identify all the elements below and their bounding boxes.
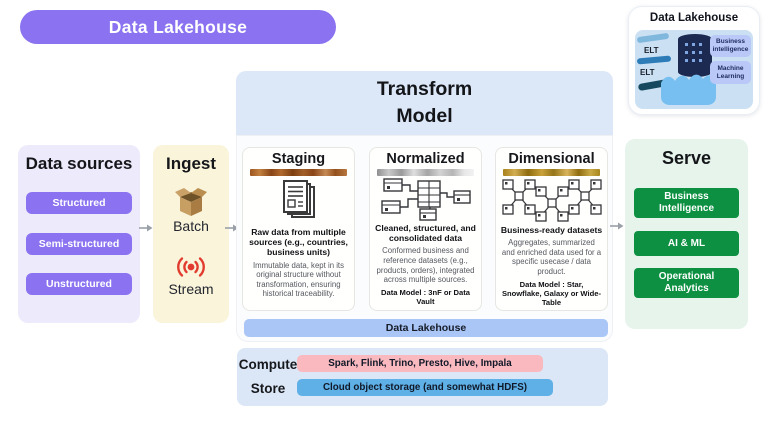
data-sources-title: Data sources — [25, 154, 133, 173]
normalized-description: Conformed business and reference dataset… — [376, 246, 475, 285]
er-diagram-icon — [380, 176, 472, 222]
store-label: Store — [250, 380, 286, 396]
staging-description: Immutable data, kept in its original str… — [252, 260, 344, 299]
dimensional-card: Dimensional — [495, 147, 608, 311]
normalized-data-model: Data Model : 3nF or Data Vault — [380, 287, 471, 306]
compute-engines-bar: Spark, Flink, Trino, Presto, Hive, Impal… — [297, 355, 543, 372]
transform-title-line2: Model — [396, 105, 453, 127]
elt-label-1: ELT — [644, 46, 659, 55]
mini-card-title: Data Lakehouse — [649, 12, 739, 24]
source-structured: Structured — [26, 192, 132, 214]
ingest-title: Ingest — [165, 154, 217, 173]
dimensional-description: Aggregates, summarized and enriched data… — [501, 238, 602, 276]
dimensional-data-model: Data Model : Star, Snowflake, Galaxy or … — [501, 279, 602, 307]
flow-arrow-icon — [225, 224, 239, 232]
normalized-title: Normalized — [386, 151, 465, 167]
compute-label: Compute — [238, 356, 298, 372]
mini-card-canvas: ELT ELT Business intelligence Machine Le… — [635, 30, 753, 109]
lakehouse-illustration: ELT ELT — [637, 33, 716, 105]
diagram-title-badge: Data Lakehouse — [20, 10, 336, 44]
ingest-panel: Ingest Batch Stream — [153, 145, 229, 323]
transform-model-header: Transform Model — [236, 71, 613, 135]
normalized-card: Normalized — [369, 147, 482, 311]
stream-label: Stream — [168, 281, 214, 297]
dimensional-heading: Business-ready datasets — [500, 225, 603, 235]
serve-business-intelligence: Business Intelligence — [634, 188, 739, 218]
serve-panel: Serve Business Intelligence AI & ML Oper… — [625, 139, 748, 329]
store-technology-bar: Cloud object storage (and somewhat HDFS) — [297, 379, 553, 396]
serve-operational-analytics: Operational Analytics — [634, 268, 739, 298]
documents-icon — [280, 176, 318, 226]
mini-output-business-intelligence: Business intelligence — [710, 35, 751, 57]
source-unstructured: Unstructured — [26, 273, 132, 295]
staging-card: Staging Raw data from multiple sources (… — [242, 147, 355, 311]
normalized-accent-bar — [377, 169, 474, 176]
normalized-heading: Cleaned, structured, and consolidated da… — [375, 223, 476, 244]
flow-arrow-icon — [610, 222, 624, 230]
database-icon — [678, 34, 712, 77]
elt-label-2: ELT — [640, 68, 655, 77]
serve-title: Serve — [661, 148, 712, 168]
dimensional-accent-bar — [503, 169, 600, 176]
stream-broadcast-icon — [153, 255, 229, 279]
staging-title: Staging — [271, 151, 326, 167]
batch-label: Batch — [173, 218, 209, 234]
data-sources-panel: Data sources Structured Semi-structured … — [18, 145, 140, 323]
dimensional-title: Dimensional — [508, 151, 595, 167]
staging-accent-bar — [250, 169, 347, 176]
batch-box-icon — [153, 187, 229, 217]
source-semi-structured: Semi-structured — [26, 233, 132, 255]
water-wave-icon — [661, 74, 716, 105]
flow-arrow-icon — [139, 224, 153, 232]
transform-title-line1: Transform — [376, 78, 473, 100]
mini-output-machine-learning: Machine Learning — [710, 61, 751, 84]
star-schema-icon — [501, 176, 602, 224]
data-lakehouse-bar: Data Lakehouse — [244, 319, 608, 337]
serve-ai-ml: AI & ML — [634, 231, 739, 256]
mini-lakehouse-card: Data Lakehouse ELT ELT Busi — [628, 6, 760, 115]
staging-heading: Raw data from multiple sources (e.g., co… — [249, 227, 348, 258]
infrastructure-panel: Compute Spark, Flink, Trino, Presto, Hiv… — [237, 348, 608, 406]
